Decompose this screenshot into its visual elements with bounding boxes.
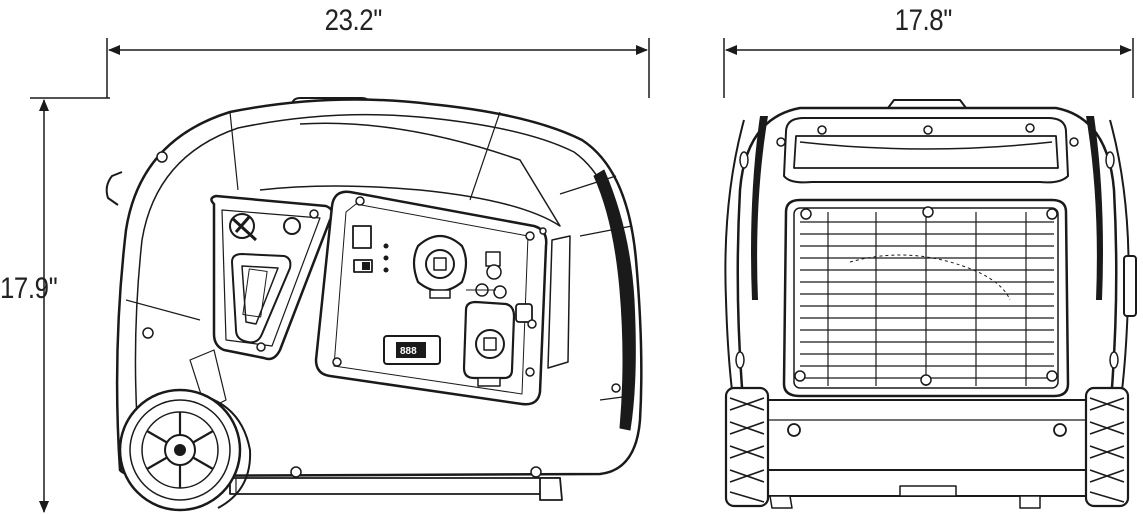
front-view — [724, 99, 1137, 509]
wheel-front-right — [1084, 386, 1130, 508]
indicator-window — [352, 225, 372, 249]
rear-bumper — [105, 171, 123, 206]
side-view: 888 — [105, 97, 643, 512]
twist-lock-outlet — [412, 234, 468, 299]
wheel-side — [118, 388, 252, 512]
display-readout: 888 — [400, 346, 417, 357]
depth-dimension-line — [723, 38, 1134, 98]
width-label: 23.2'' — [324, 4, 383, 37]
screws-side — [142, 151, 621, 478]
width-dimension-line — [106, 38, 650, 98]
eco-switch — [283, 217, 301, 235]
wheel-front-left — [724, 386, 770, 508]
height-dimension-line — [30, 97, 110, 513]
duplex-outlet — [462, 300, 516, 387]
digital-display: 888 — [383, 335, 441, 365]
grille-bars — [800, 221, 1054, 379]
carry-handle — [783, 117, 1069, 184]
fuel-knob — [229, 213, 258, 242]
depth-label: 17.8'' — [894, 4, 953, 37]
